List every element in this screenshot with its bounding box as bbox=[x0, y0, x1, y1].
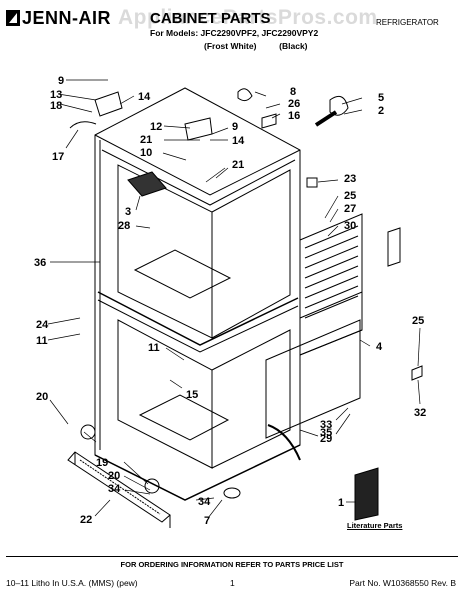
ice-maker bbox=[127, 171, 167, 197]
callout-26: 26 bbox=[288, 98, 300, 110]
top-hinge-center bbox=[184, 117, 213, 141]
jennair-logo-icon bbox=[6, 10, 20, 26]
roller-left bbox=[80, 424, 96, 440]
callout-1: 1 bbox=[338, 497, 344, 509]
callout-4: 4 bbox=[376, 341, 383, 353]
cabinet-top-edge bbox=[94, 134, 301, 196]
callout-21: 21 bbox=[140, 134, 152, 146]
callout-11: 11 bbox=[36, 335, 48, 347]
callout-14: 14 bbox=[138, 91, 151, 103]
part-number: Part No. W10368550 Rev. B bbox=[349, 578, 456, 588]
mullion bbox=[97, 291, 299, 346]
callout-21b: 21 bbox=[232, 159, 244, 171]
callout-12: 12 bbox=[150, 121, 162, 133]
callout-22: 22 bbox=[80, 514, 92, 526]
callout-34: 34 bbox=[108, 483, 121, 495]
callout-13: 13 bbox=[50, 89, 62, 101]
variant-frost-white: (Frost White) bbox=[204, 41, 257, 51]
callout-16: 16 bbox=[288, 110, 300, 122]
callout-23: 23 bbox=[344, 173, 356, 185]
callout-3: 3 bbox=[125, 206, 131, 218]
variants-line: (Frost White) (Black) bbox=[204, 41, 308, 51]
fresh-food-liner bbox=[117, 164, 213, 339]
variant-black: (Black) bbox=[279, 41, 308, 51]
callout-2: 2 bbox=[378, 105, 384, 117]
toe-grille bbox=[67, 451, 171, 523]
ordering-note: FOR ORDERING INFORMATION REFER TO PARTS … bbox=[120, 560, 344, 569]
callout-34b: 34 bbox=[198, 496, 211, 508]
callout-14b: 14 bbox=[232, 135, 245, 147]
callout-9: 9 bbox=[58, 75, 64, 87]
callout-28: 28 bbox=[118, 220, 130, 232]
callout-36: 36 bbox=[34, 257, 46, 269]
literature-booklet bbox=[354, 467, 379, 521]
valve-part bbox=[237, 88, 253, 102]
footer-divider bbox=[6, 556, 458, 557]
category-label: REFRIGERATOR bbox=[376, 18, 439, 27]
callout-25: 25 bbox=[344, 190, 356, 202]
callout-18: 18 bbox=[50, 100, 62, 112]
cord bbox=[267, 424, 301, 461]
callout-5: 5 bbox=[378, 92, 384, 104]
top-hinge-left bbox=[94, 91, 123, 117]
litho-info: 10–11 Litho In U.S.A. (MMS) (pew) bbox=[6, 578, 138, 588]
callout-9b: 9 bbox=[232, 121, 238, 133]
callout-15: 15 bbox=[186, 389, 198, 401]
callout-30: 30 bbox=[344, 220, 356, 232]
models-line: For Models: JFC2290VPF2, JFC2290VPY2 bbox=[150, 28, 319, 38]
callout-27: 27 bbox=[344, 203, 356, 215]
callout-33: 33 bbox=[320, 419, 332, 431]
callout-25b: 25 bbox=[412, 315, 424, 327]
roller-right bbox=[144, 478, 160, 494]
callout-35: 35 bbox=[320, 427, 332, 439]
brand-logo: JENN-AIR bbox=[22, 8, 112, 28]
literature-parts-label: Literature Parts bbox=[347, 521, 403, 530]
callout-8: 8 bbox=[290, 86, 296, 98]
callout-7: 7 bbox=[204, 515, 210, 527]
callout-11b: 11 bbox=[148, 342, 160, 354]
callout-20b: 20 bbox=[108, 470, 120, 482]
kick-plate bbox=[265, 319, 361, 439]
callout-24: 24 bbox=[36, 319, 49, 331]
callout-20: 20 bbox=[36, 391, 48, 403]
callout-32: 32 bbox=[414, 407, 426, 419]
page-title: CABINET PARTS bbox=[150, 10, 271, 27]
callout-17: 17 bbox=[52, 151, 64, 163]
watermark: AppliancePartsPros.com bbox=[118, 6, 378, 29]
callout-19: 19 bbox=[96, 457, 108, 469]
page-number: 1 bbox=[230, 578, 235, 588]
callout-10: 10 bbox=[140, 147, 152, 159]
callout-29: 29 bbox=[320, 433, 332, 445]
